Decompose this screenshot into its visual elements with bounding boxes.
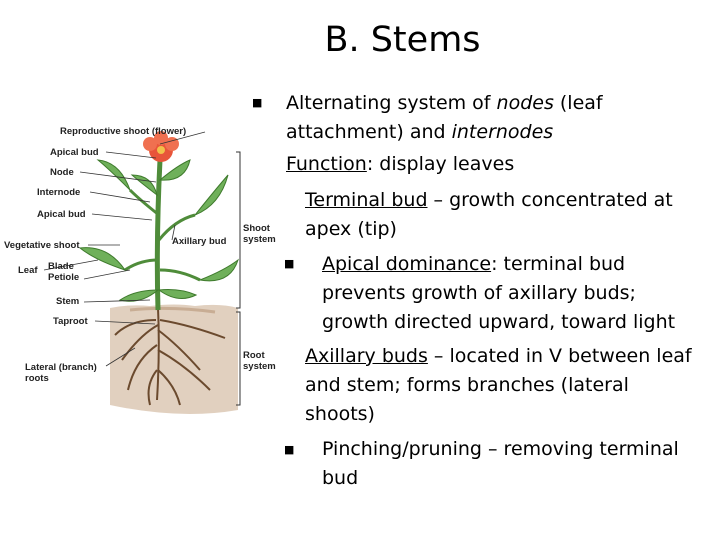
leaves [78,159,239,302]
label-apical-bud-top: Apical bud [50,147,99,158]
label-shoot-system-1: Shoot [243,223,271,234]
flower [143,131,179,162]
label-root-system-2: system [243,361,276,372]
label-axillary-bud: Axillary bud [172,236,227,247]
label-petiole: Petiole [48,272,79,283]
label-internode: Internode [37,187,80,198]
label-reproductive-shoot: Reproductive shoot (flower) [60,126,186,137]
label-blade: Blade [48,261,74,272]
bullet-marker: ■ [252,96,263,109]
bullet-marker: ■ [284,257,295,270]
label-vegetative-shoot: Vegetative shoot [4,240,80,251]
bullet-nodes: Alternating system of nodes (leaf attach… [286,92,603,143]
label-stem: Stem [56,296,79,307]
label-taproot: Taproot [53,316,88,327]
label-root-system-1: Root [243,350,265,361]
pinching-item: Pinching/pruning – removing terminal bud [322,438,679,489]
label-lateral-roots-2: roots [25,373,49,384]
plant-diagram: Reproductive shoot (flower) Apical bud N… [4,126,276,414]
stem [154,159,163,311]
roots [114,307,226,406]
function-line: Function: display leaves [286,153,515,175]
label-node: Node [50,167,74,178]
terminal-bud-item: Terminal bud – growth concentrated at ap… [305,189,673,240]
bullet-marker: ■ [284,443,295,456]
label-apical-bud: Apical bud [37,209,86,220]
label-leaf: Leaf [18,265,38,276]
label-shoot-system-2: system [243,234,276,245]
slide-title: B. Stems [324,20,481,60]
axillary-buds-item: Axillary buds – located in V between lea… [305,345,692,425]
apical-dominance-item: Apical dominance: terminal bud prevents … [322,253,676,333]
label-lateral-roots-1: Lateral (branch) [25,362,97,373]
